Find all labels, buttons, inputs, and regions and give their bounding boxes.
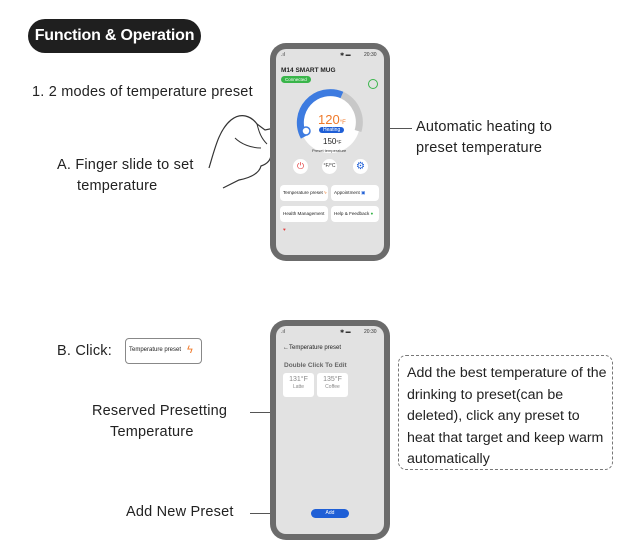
help-icon: ● (370, 211, 374, 216)
phone-mockup-preset: .ıl ✱ ▬ 20:30 ←Temperature preset Double… (270, 320, 390, 540)
status-time: 20:30 (364, 329, 377, 335)
preset-chip-coffee[interactable]: 135°F Coffee (317, 373, 348, 397)
main-screen: .ıl ✱ ▬ 20:30 M14 SMART MUG Connected 12… (276, 49, 384, 255)
heart-icon: ♥ (283, 227, 286, 232)
temperature-dial[interactable] (290, 85, 370, 155)
dial-knob[interactable] (301, 126, 311, 136)
power-button[interactable]: ⏻ (293, 159, 308, 174)
preset-chip-latte[interactable]: 131°F Latte (283, 373, 314, 397)
preset-temp-label: Preset temperature (312, 148, 347, 153)
mode-heading: 1. 2 modes of temperature preset (32, 84, 253, 100)
note-text: Add the best temperature of the drinking… (407, 365, 607, 467)
edit-hint: Double Click To Edit (284, 362, 347, 369)
mode-b-label: B. Click: (57, 343, 112, 359)
back-button[interactable]: ←Temperature preset (283, 345, 342, 351)
app-title: M14 SMART MUG (281, 67, 336, 74)
mode-a-line2: temperature (77, 178, 158, 194)
preset-screen: .ıl ✱ ▬ 20:30 ←Temperature preset Double… (276, 326, 384, 534)
current-temp: 120°F (318, 112, 346, 127)
flame-icon: ϟ (324, 190, 327, 195)
card-health-management[interactable]: Health Management ♥ (280, 206, 328, 232)
settings-gear-icon[interactable]: ⚙ (353, 159, 368, 174)
card-help-feedback[interactable]: Help & Feedback ● (331, 206, 379, 222)
auto-heat-line2: preset temperature (416, 140, 543, 156)
heating-badge: Heating (319, 127, 345, 133)
signal-icon: .ıl (281, 52, 285, 58)
card-appointment[interactable]: Appointment ▣ (331, 185, 379, 201)
card-temperature-preset[interactable]: Temperature preset ϟ (280, 185, 328, 201)
mode-a-line1: A. Finger slide to set (57, 157, 194, 173)
preset-temp: 150°F (323, 137, 342, 146)
auto-heat-line1: Automatic heating to (416, 119, 553, 135)
flame-icon: ϟ (187, 344, 193, 356)
add-new-preset-label: Add New Preset (126, 504, 234, 520)
signal-icon: .ıl (281, 329, 285, 335)
calendar-icon: ▣ (361, 190, 366, 195)
status-time: 20:30 (364, 52, 377, 58)
temperature-preset-button-sample[interactable]: Temperature preset ϟ (125, 338, 202, 364)
power-status-icon[interactable] (368, 79, 378, 89)
bluetooth-battery-icons: ✱ ▬ (340, 329, 351, 335)
callout-line-reserved (250, 412, 286, 413)
unit-toggle-button[interactable]: °F/°C (322, 159, 337, 174)
section-title: Function & Operation (28, 19, 201, 53)
note-box (398, 355, 613, 470)
connected-badge: Connected (281, 76, 311, 83)
add-preset-button[interactable]: Add (311, 509, 349, 518)
back-arrow-icon: ← (283, 345, 289, 351)
reserved-line1: Reserved Presetting (92, 403, 228, 419)
bluetooth-battery-icons: ✱ ▬ (340, 52, 351, 58)
phone-mockup-main: .ıl ✱ ▬ 20:30 M14 SMART MUG Connected 12… (270, 43, 390, 261)
reserved-line2: Temperature (110, 424, 194, 440)
